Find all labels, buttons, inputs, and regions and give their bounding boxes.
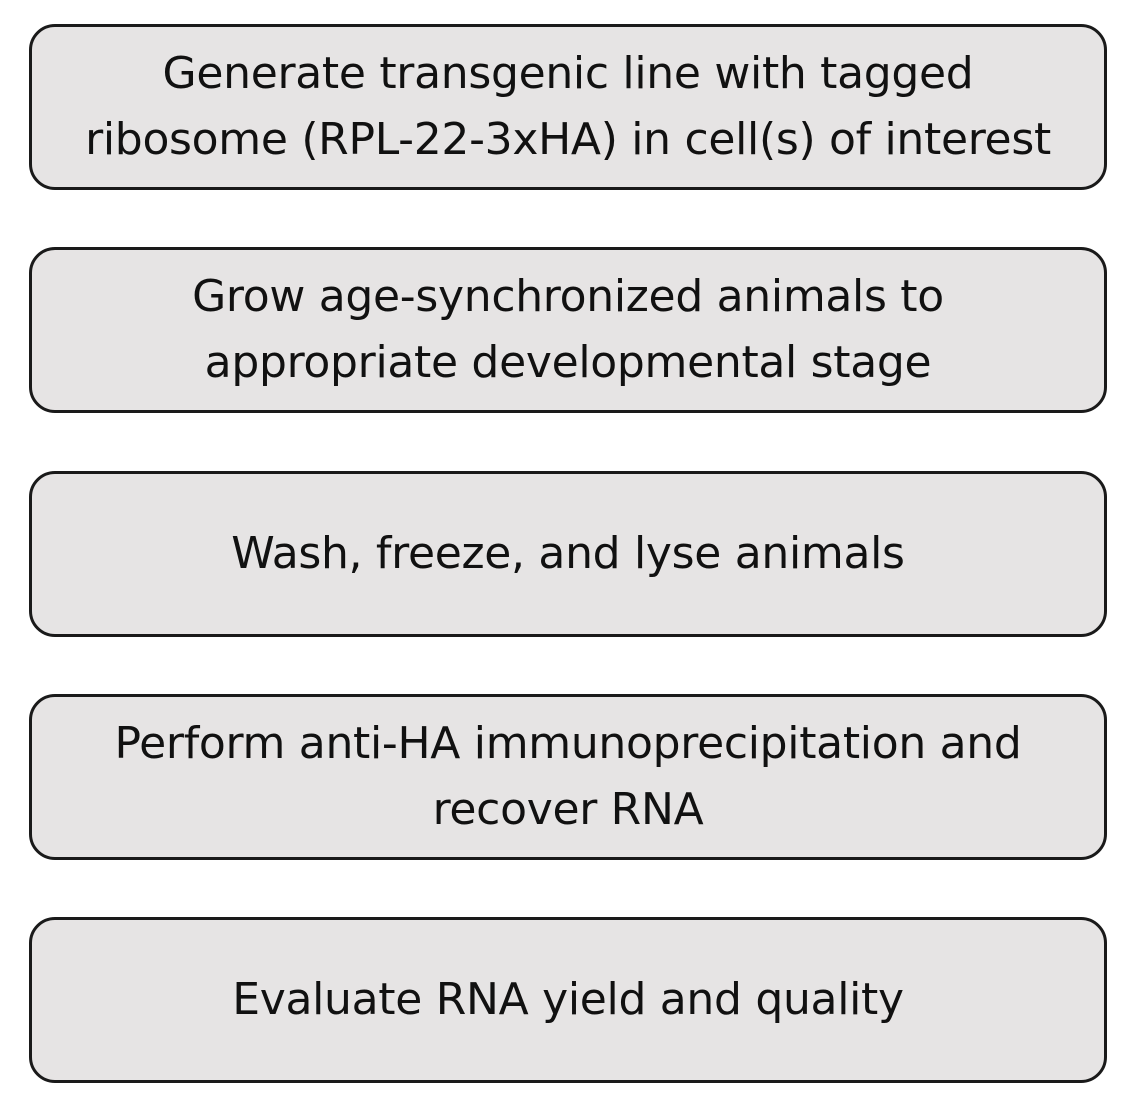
step-label: Wash, freeze, and lyse animals (231, 528, 905, 579)
step-evaluate-rna: Evaluate RNA yield and quality (29, 917, 1107, 1083)
step-label: Grow age-synchronized animals to appropr… (192, 271, 944, 388)
step-grow-animals: Grow age-synchronized animals to appropr… (29, 247, 1107, 413)
step-immunoprecipitation: Perform anti-HA immunoprecipitation and … (29, 694, 1107, 860)
step-label: Evaluate RNA yield and quality (232, 974, 904, 1025)
step-label: Perform anti-HA immunoprecipitation and … (114, 718, 1022, 835)
step-generate-transgenic-line: Generate transgenic line with tagged rib… (29, 24, 1107, 190)
step-wash-freeze-lyse: Wash, freeze, and lyse animals (29, 471, 1107, 637)
step-label: Generate transgenic line with tagged rib… (85, 48, 1051, 165)
